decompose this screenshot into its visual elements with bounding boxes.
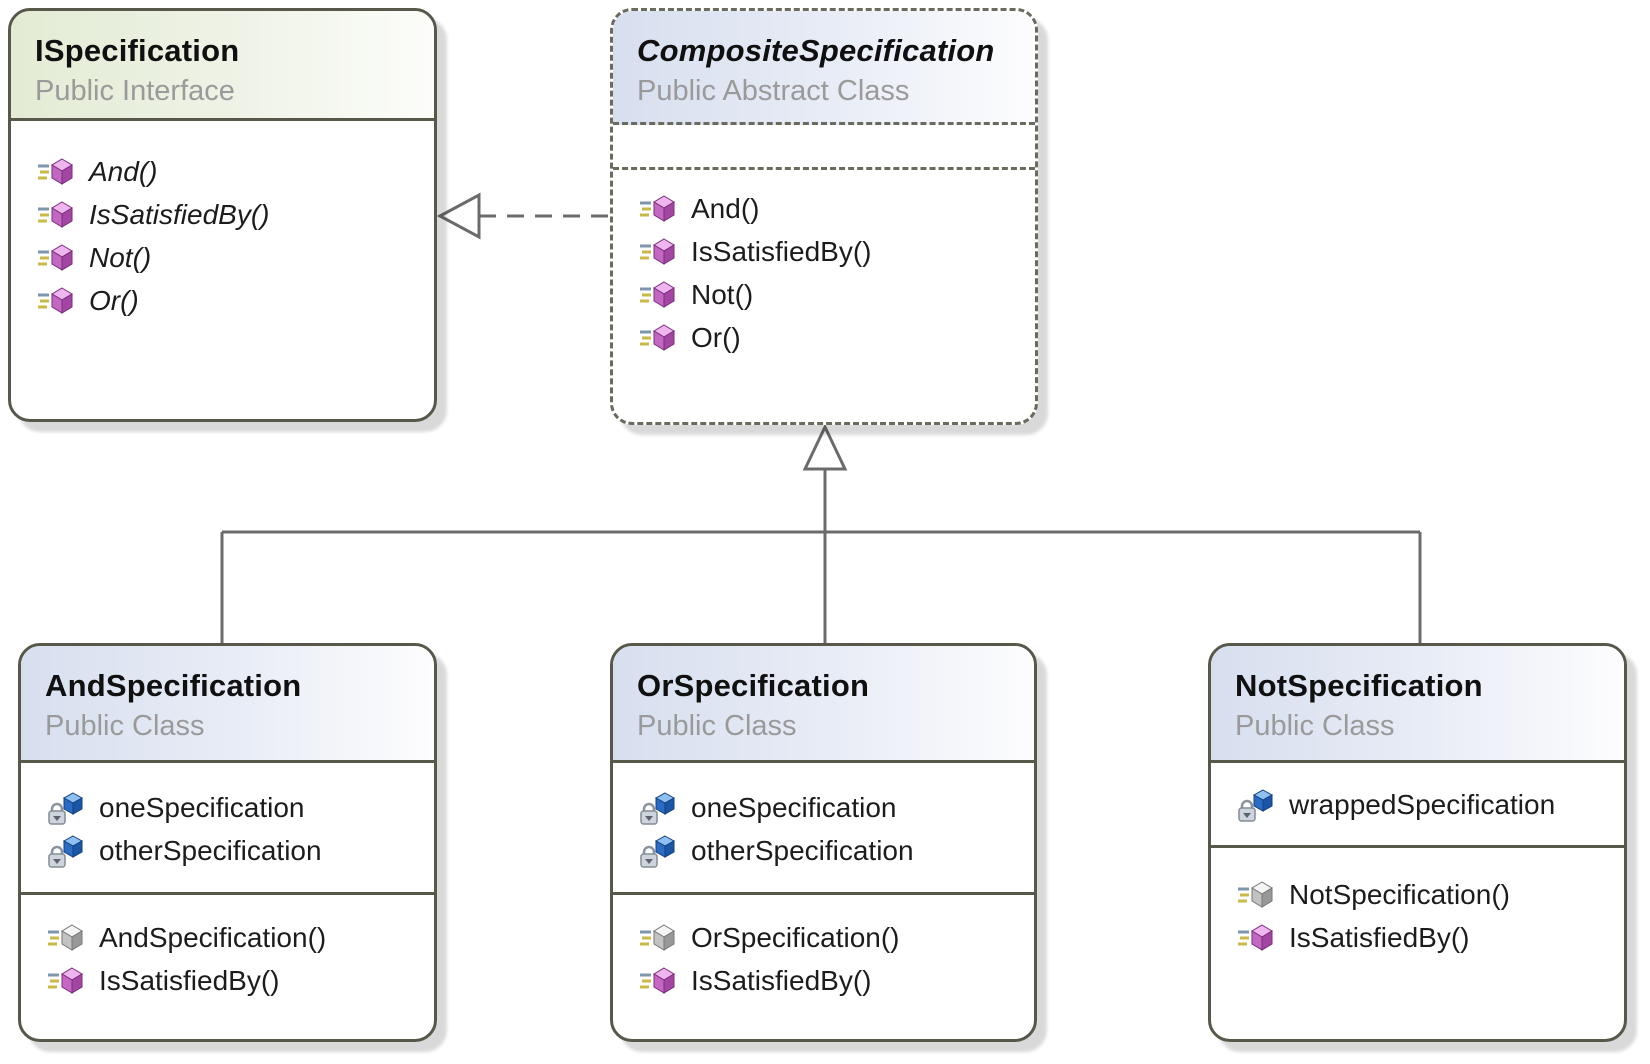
methods-compartment: And() IsSatisfiedBy() Not() Or() xyxy=(613,170,1035,422)
method-icon xyxy=(37,243,74,271)
method-icon xyxy=(639,237,676,265)
class-stereotype: Public Class xyxy=(45,710,205,742)
method-icon xyxy=(37,286,74,314)
class-stereotype: Public Interface xyxy=(35,75,235,107)
method-icon xyxy=(639,194,676,222)
member-method[interactable]: IsSatisfiedBy() xyxy=(613,959,1034,1002)
class-header-ispecification[interactable]: ISpecification Public Interface xyxy=(11,11,434,121)
method-icon xyxy=(639,966,676,994)
constructor-icon xyxy=(47,923,84,951)
member-field[interactable]: wrappedSpecification xyxy=(1211,783,1624,826)
member-method[interactable]: Or() xyxy=(613,316,1035,359)
methods-compartment: AndSpecification() IsSatisfiedBy() xyxy=(21,895,434,1039)
class-box-ispecification[interactable]: ISpecification Public Interface And() Is… xyxy=(8,8,437,422)
member-method[interactable]: Not() xyxy=(613,273,1035,316)
member-constructor[interactable]: NotSpecification() xyxy=(1211,873,1624,916)
fields-compartment: oneSpecification otherSpecification xyxy=(613,763,1034,895)
method-icon xyxy=(37,157,74,185)
fields-compartment-empty xyxy=(613,125,1035,170)
private-field-icon xyxy=(1237,788,1274,822)
member-field[interactable]: otherSpecification xyxy=(613,829,1034,872)
member-method[interactable]: IsSatisfiedBy() xyxy=(613,230,1035,273)
class-title: NotSpecification xyxy=(1235,668,1483,703)
member-method[interactable]: Not() xyxy=(11,236,434,279)
method-icon xyxy=(1237,923,1274,951)
method-icon xyxy=(639,323,676,351)
method-icon xyxy=(639,280,676,308)
constructor-icon xyxy=(639,923,676,951)
class-box-or-specification[interactable]: OrSpecification Public Class oneSpecific… xyxy=(610,643,1037,1042)
class-title: ISpecification xyxy=(35,33,240,68)
class-title: OrSpecification xyxy=(637,668,870,703)
member-method[interactable]: Or() xyxy=(11,279,434,322)
method-icon xyxy=(37,200,74,228)
class-stereotype: Public Abstract Class xyxy=(637,75,910,107)
member-field[interactable]: oneSpecification xyxy=(21,786,434,829)
constructor-icon xyxy=(1237,880,1274,908)
member-method[interactable]: And() xyxy=(613,187,1035,230)
class-header-and-specification[interactable]: AndSpecification Public Class xyxy=(21,646,434,763)
fields-compartment: oneSpecification otherSpecification xyxy=(21,763,434,895)
member-method[interactable]: IsSatisfiedBy() xyxy=(11,193,434,236)
class-header-not-specification[interactable]: NotSpecification Public Class xyxy=(1211,646,1624,763)
member-constructor[interactable]: AndSpecification() xyxy=(21,916,434,959)
member-method[interactable]: IsSatisfiedBy() xyxy=(1211,916,1624,959)
private-field-icon xyxy=(639,791,676,825)
member-field[interactable]: otherSpecification xyxy=(21,829,434,872)
class-box-composite-specification[interactable]: CompositeSpecification Public Abstract C… xyxy=(610,8,1038,425)
methods-compartment: OrSpecification() IsSatisfiedBy() xyxy=(613,895,1034,1039)
realization-arrow-composite-to-ispecification[interactable] xyxy=(436,192,610,240)
class-header-or-specification[interactable]: OrSpecification Public Class xyxy=(613,646,1034,763)
private-field-icon xyxy=(47,834,84,868)
private-field-icon xyxy=(639,834,676,868)
class-stereotype: Public Class xyxy=(1235,710,1395,742)
method-icon xyxy=(47,966,84,994)
member-field[interactable]: oneSpecification xyxy=(613,786,1034,829)
class-box-and-specification[interactable]: AndSpecification Public Class oneSpecifi… xyxy=(18,643,437,1042)
member-constructor[interactable]: OrSpecification() xyxy=(613,916,1034,959)
methods-compartment: And() IsSatisfiedBy() Not() Or() xyxy=(11,121,434,419)
class-header-composite-specification[interactable]: CompositeSpecification Public Abstract C… xyxy=(613,11,1035,125)
member-method[interactable]: And() xyxy=(11,150,434,193)
private-field-icon xyxy=(47,791,84,825)
member-method[interactable]: IsSatisfiedBy() xyxy=(21,959,434,1002)
class-title: AndSpecification xyxy=(45,668,302,703)
inheritance-connector-subclasses-to-composite[interactable] xyxy=(220,423,1422,645)
fields-compartment: wrappedSpecification xyxy=(1211,763,1624,848)
methods-compartment: NotSpecification() IsSatisfiedBy() xyxy=(1211,848,1624,1039)
class-box-not-specification[interactable]: NotSpecification Public Class wrappedSpe… xyxy=(1208,643,1627,1042)
class-stereotype: Public Class xyxy=(637,710,797,742)
class-title: CompositeSpecification xyxy=(637,33,995,68)
